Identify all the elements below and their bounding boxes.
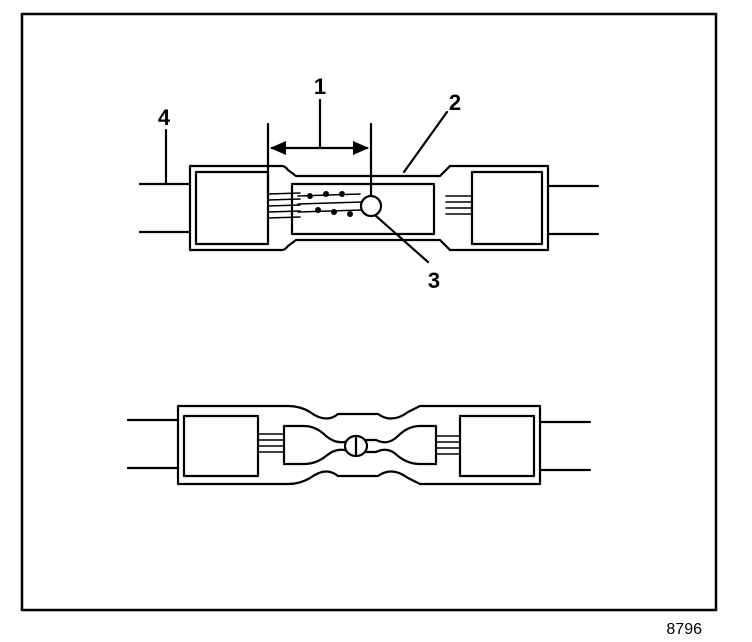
splice-barrel (290, 182, 436, 236)
right-wire-strands (445, 195, 473, 215)
callout-1: 1 (314, 74, 326, 99)
callout-4: 4 (158, 105, 171, 130)
left-wire-strands (267, 192, 301, 219)
left-wire-strands (257, 433, 285, 453)
left-insulation (194, 170, 270, 246)
inspection-hole (359, 194, 383, 218)
crimped-sleeve-outline (176, 404, 542, 486)
figure-number: 8796 (666, 621, 702, 638)
splice-after-crimp (126, 404, 592, 486)
dimension-arrow-left (270, 141, 286, 155)
right-insulation (470, 170, 544, 246)
callout-2: 2 (449, 90, 461, 115)
crimped-barrel (282, 424, 438, 466)
right-wire-strands (435, 435, 461, 455)
dimension-arrow-right (353, 141, 369, 155)
callout-3-leader (374, 214, 430, 264)
figure-frame (20, 12, 718, 612)
splice-sleeve-outline (188, 164, 550, 252)
callout-3: 3 (428, 268, 440, 293)
left-insulation (182, 414, 260, 478)
right-insulation (458, 414, 536, 478)
callout-2-leader (402, 110, 449, 174)
splice-before-crimp: 1 2 3 4 (138, 74, 600, 293)
inserted-conductor (297, 191, 363, 217)
